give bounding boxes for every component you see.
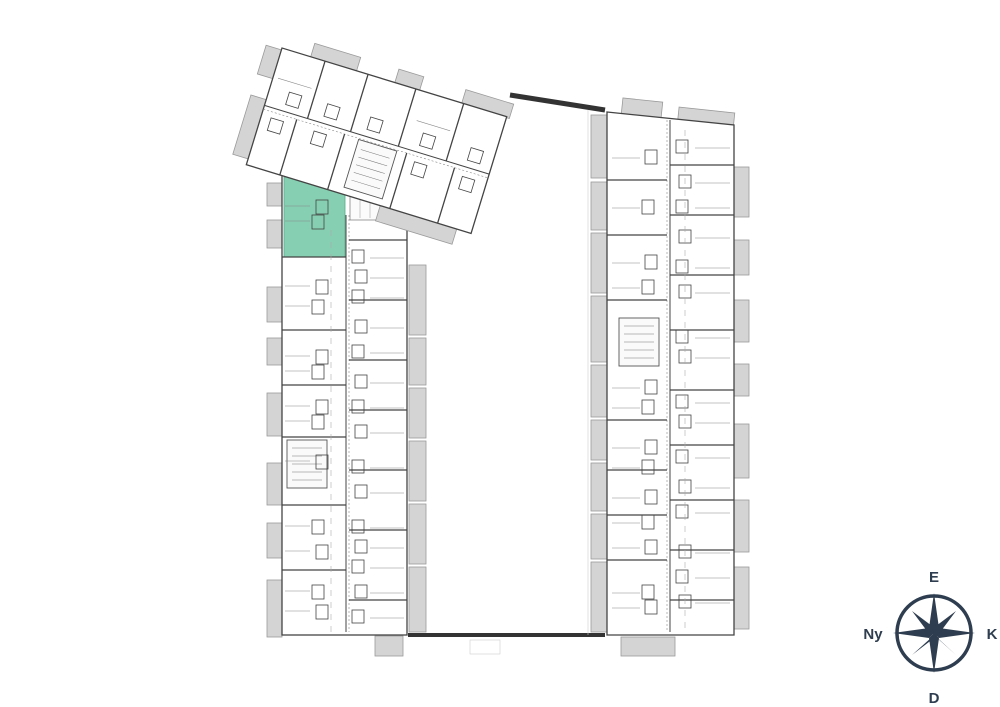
compass-point-north (929, 593, 939, 633)
balcony (266, 182, 283, 207)
north-walkway (509, 92, 606, 113)
compass-point-west (893, 628, 934, 638)
balcony (408, 440, 427, 502)
compass-label-west: Ny (863, 626, 883, 643)
balcony (266, 392, 283, 437)
compass-point-east (934, 628, 975, 638)
entrance-step (469, 639, 501, 655)
balcony (266, 219, 283, 249)
left-building-balconies (266, 182, 427, 657)
balcony (408, 337, 427, 386)
balcony (266, 286, 283, 323)
balcony (266, 579, 283, 638)
balcony (266, 522, 283, 559)
compass-label-east: K (987, 626, 998, 643)
balcony (408, 503, 427, 565)
balcony (266, 462, 283, 506)
balcony (408, 264, 427, 336)
compass: E D Ny K (863, 569, 997, 707)
compass-label-north: E (929, 569, 939, 586)
compass-point-south (929, 633, 939, 673)
compass-label-south: D (929, 690, 940, 707)
angled-building (232, 42, 515, 245)
balcony (408, 566, 427, 633)
right-building (606, 111, 735, 636)
balcony (374, 635, 404, 657)
balcony (408, 387, 427, 439)
right-building-balconies (590, 97, 750, 657)
left-building (281, 174, 408, 636)
balcony (266, 337, 283, 366)
